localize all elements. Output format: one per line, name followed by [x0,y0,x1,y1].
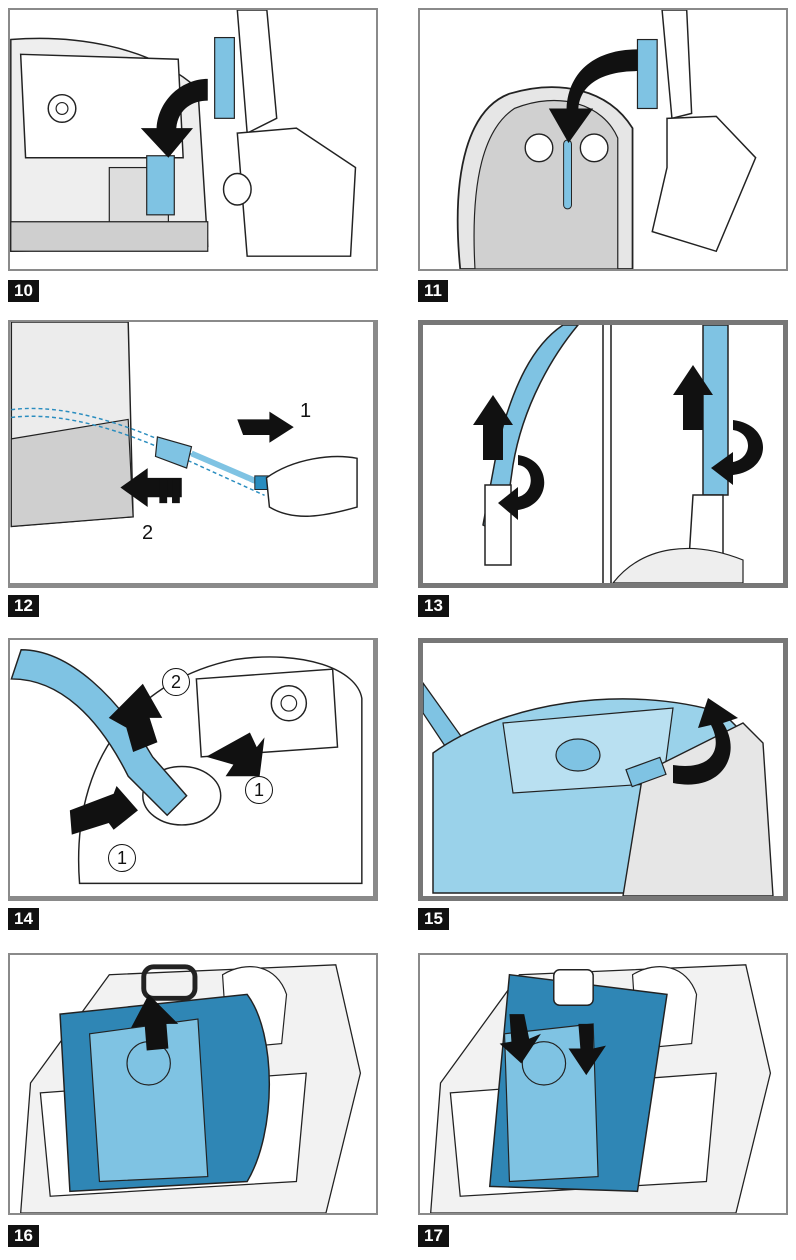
step-15-illustration [423,681,774,896]
step-11-number: 11 [418,280,448,302]
step-12-callout-1: 1 [300,400,312,422]
step-10-illustration [10,10,357,257]
step-14-callout-1-left: 1 [108,844,136,872]
step-17-panel [418,953,788,1215]
step-15-panel [418,638,788,901]
step-17-illustration [430,964,772,1213]
step-12-callout-2: 2 [142,522,154,544]
step-11-panel [418,8,788,271]
step-13-illustration [473,325,763,583]
step-16-panel [8,953,378,1215]
step-11-illustration [456,10,757,269]
step-14-callout-2: 2 [162,668,190,696]
step-12-number: 12 [8,595,39,617]
step-12-illustration [10,322,358,528]
step-14-number: 14 [8,908,39,930]
step-13-panel [418,320,788,588]
step-10-number: 10 [8,280,39,302]
step-10-panel [8,8,378,271]
step-16-illustration [20,964,362,1213]
step-14-callout-1-right: 1 [245,776,273,804]
step-13-number: 13 [418,595,449,617]
step-17-number: 17 [418,1225,449,1247]
step-16-number: 16 [8,1225,39,1247]
step-14-illustration [10,649,363,885]
step-15-number: 15 [418,908,449,930]
step-14-panel: 2 1 1 [8,638,378,901]
step-12-panel: 1 2 [8,320,378,588]
